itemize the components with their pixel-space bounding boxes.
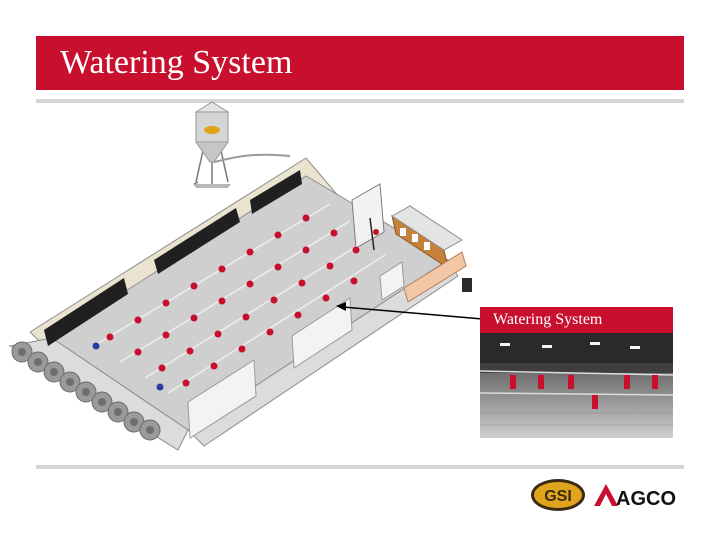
footer-divider	[36, 465, 684, 469]
title-bar: Watering System	[36, 36, 684, 90]
agco-logo-text: AGCO	[616, 488, 676, 510]
title-divider	[36, 99, 684, 103]
watering-system-photo	[480, 333, 673, 438]
gsi-logo: GSI	[531, 479, 585, 511]
gsi-logo-text: GSI	[544, 488, 572, 505]
slide-title: Watering System	[60, 44, 293, 81]
feed-bin	[193, 101, 291, 188]
agco-logo: AGCO	[594, 484, 676, 510]
poultry-house-illustration	[8, 101, 472, 451]
photo-caption: Watering System	[480, 307, 673, 333]
photo-caption-text: Watering System	[493, 311, 603, 328]
